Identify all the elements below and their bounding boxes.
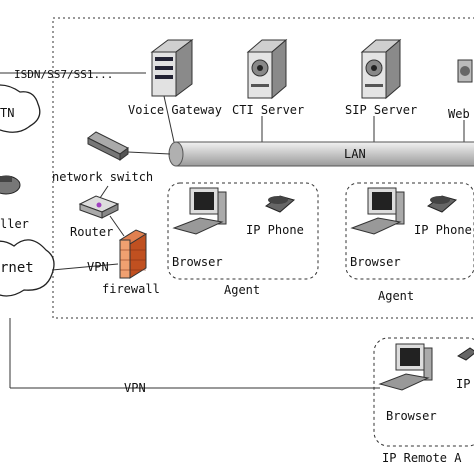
browser-label-1: Browser	[172, 255, 223, 269]
lan-bus	[168, 141, 474, 167]
web-server-icon	[457, 59, 473, 83]
pc-icon-remote	[378, 343, 433, 391]
datacenter-boundary	[52, 17, 474, 319]
trunk-label: ISDN/SS7/SS1...	[14, 68, 113, 81]
agent-group-1-boundary	[167, 182, 319, 280]
router-firewall-link	[109, 215, 125, 237]
ip-phone-label-2: IP Phone	[414, 223, 472, 237]
cti-server-icon	[246, 38, 288, 100]
voice-gateway-label: Voice Gateway	[128, 103, 222, 117]
vpn-long-label: VPN	[124, 381, 146, 395]
router-icon	[78, 195, 120, 219]
agent-label-2: Agent	[378, 289, 414, 303]
firewall-label: firewall	[102, 282, 160, 296]
ip-phone-icon-agent-2	[426, 195, 458, 213]
internet-cloud	[0, 239, 55, 297]
pc-icon-agent-1	[172, 187, 227, 235]
switch-router-link	[99, 185, 109, 199]
web-label: Web	[448, 107, 470, 121]
browser-label-2: Browser	[350, 255, 401, 269]
ip-phone-icon-agent-1	[264, 195, 296, 213]
remote-title-label: IP Remote A	[382, 451, 462, 465]
gateway-lan-link	[163, 95, 175, 143]
pstn-label: TN	[0, 106, 14, 120]
caller-phone-icon	[0, 175, 21, 195]
remote-browser-label: Browser	[386, 409, 437, 423]
vpn-short-label: VPN	[87, 260, 109, 274]
pstn-cloud	[0, 84, 41, 133]
caller-label: ller	[0, 217, 29, 231]
switch-lan-link	[127, 151, 171, 155]
agent-group-2-boundary	[345, 182, 474, 280]
agent-label-1: Agent	[224, 283, 260, 297]
ip-phone-label-1: IP Phone	[246, 223, 304, 237]
pc-icon-agent-2	[350, 187, 405, 235]
cti-server-label: CTI Server	[232, 103, 304, 117]
sip-server-label: SIP Server	[345, 103, 417, 117]
router-label: Router	[70, 225, 113, 239]
sip-server-icon	[360, 38, 402, 100]
network-switch-label: network switch	[52, 170, 153, 184]
internet-label: rnet	[0, 260, 34, 276]
remote-ip-label: IP	[456, 377, 470, 391]
internet-firewall-link	[51, 263, 119, 271]
ip-phone-icon-remote	[457, 347, 474, 361]
firewall-icon	[118, 229, 148, 279]
network-switch-icon	[87, 131, 129, 161]
voice-gateway-icon	[150, 39, 194, 97]
lan-label: LAN	[344, 147, 366, 161]
